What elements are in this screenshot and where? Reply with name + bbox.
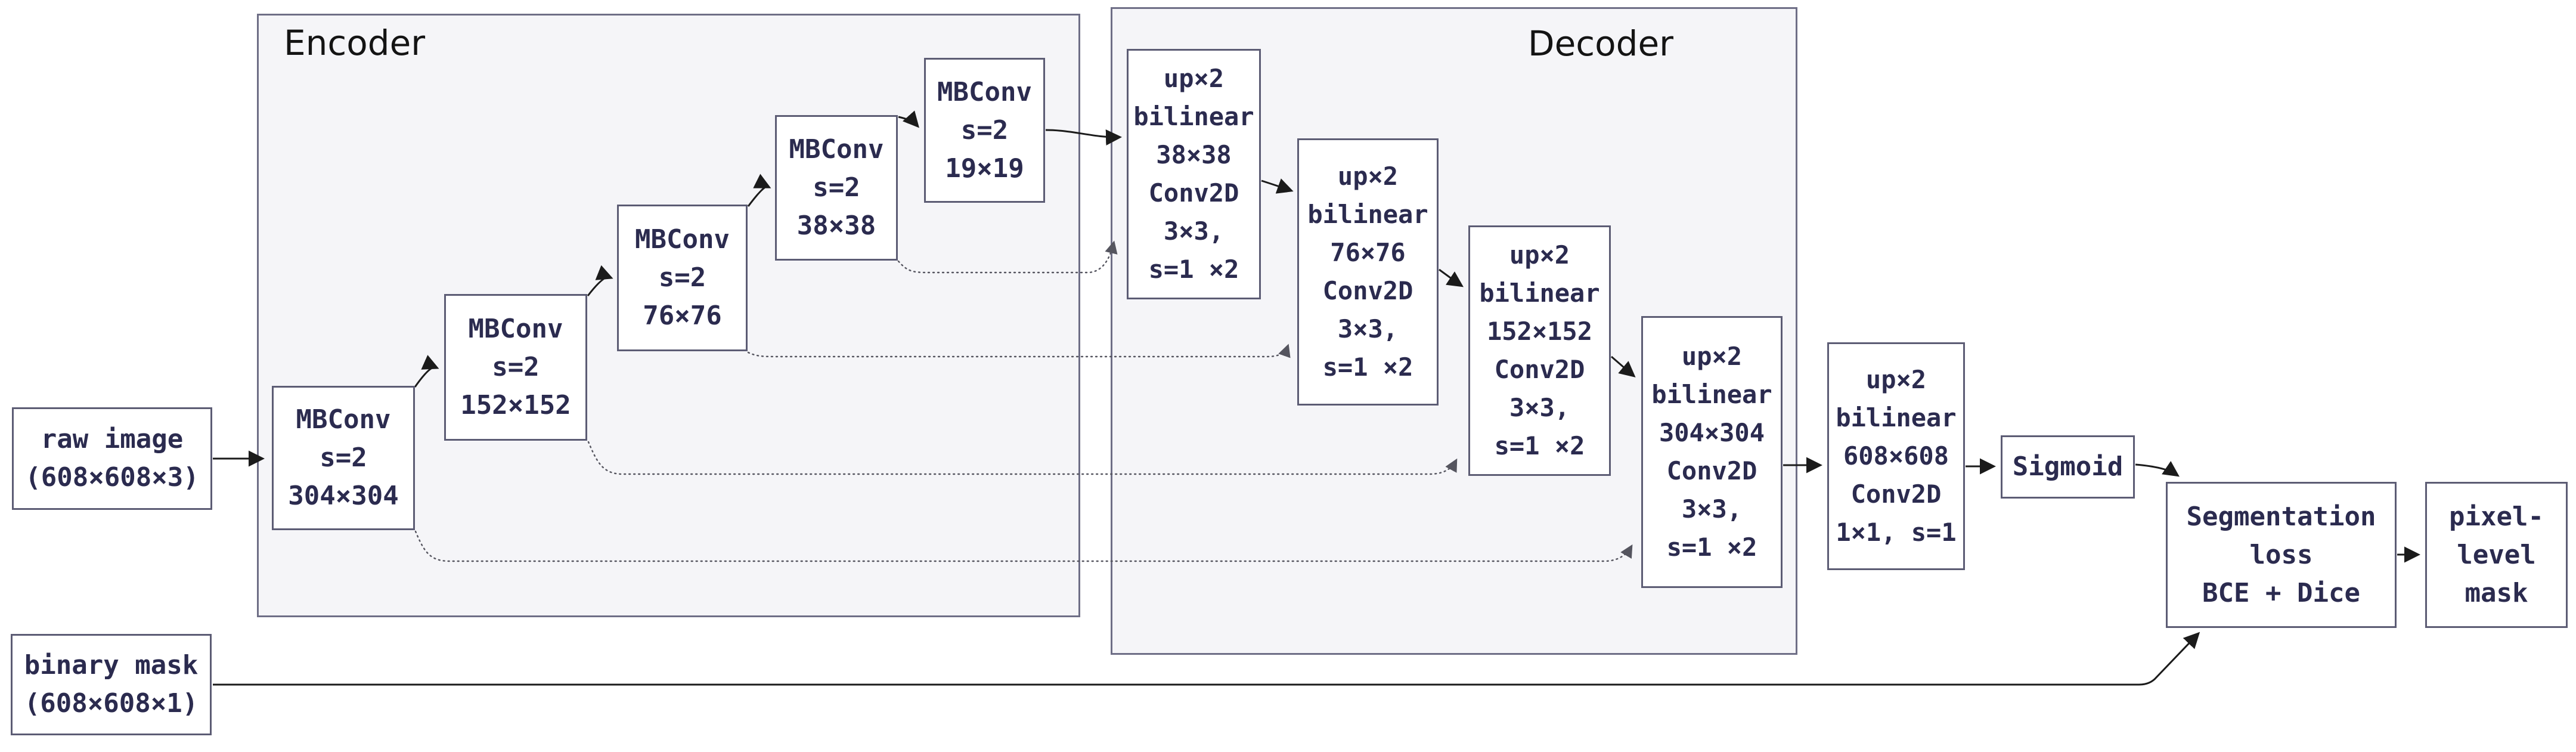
node-up-608-line: bilinear xyxy=(1836,403,1957,432)
node-up-608-line: 608×608 xyxy=(1843,441,1949,471)
node-pixel-level-mask-line: pixel- xyxy=(2449,501,2544,532)
node-up-152-line: 152×152 xyxy=(1486,317,1592,346)
node-raw-image: raw image (608×608×3) xyxy=(12,407,212,510)
node-mbconv-152-line: s=2 xyxy=(492,352,540,382)
node-up-304-line: bilinear xyxy=(1651,380,1772,409)
node-binary-mask-line: binary mask xyxy=(24,650,199,680)
node-mbconv-38-line: MBConv xyxy=(789,134,884,165)
node-mbconv-76: MBConv s=2 76×76 xyxy=(617,205,748,351)
node-up-38-line: bilinear xyxy=(1133,102,1254,131)
node-up-304-line: 304×304 xyxy=(1659,418,1765,447)
node-up-152-line: Conv2D xyxy=(1494,355,1585,384)
node-up-608-line: up×2 xyxy=(1865,365,1927,394)
node-up-152-line: s=1 ×2 xyxy=(1494,431,1585,460)
node-pixel-level-mask-line: level xyxy=(2457,539,2536,570)
encoder-group-label: Encoder xyxy=(284,23,426,63)
node-up-76-line: 76×76 xyxy=(1330,238,1406,267)
node-binary-mask-line: (608×608×1) xyxy=(24,688,199,719)
node-mbconv-19-line: s=2 xyxy=(960,114,1009,146)
node-up-38-line: Conv2D xyxy=(1148,178,1239,208)
node-up-152-line: bilinear xyxy=(1479,278,1600,308)
node-mbconv-19-line: 19×19 xyxy=(945,153,1024,184)
node-up-76-line: bilinear xyxy=(1307,200,1428,229)
node-pixel-level-mask: pixel-level mask xyxy=(2425,482,2568,628)
decoder-group-label: Decoder xyxy=(1527,23,1673,64)
node-mbconv-152-line: 152×152 xyxy=(460,390,571,420)
node-mbconv-19-line: MBConv xyxy=(937,76,1032,107)
node-up-152-line: 3×3, xyxy=(1509,393,1570,422)
node-sigmoid: Sigmoid xyxy=(2001,435,2135,499)
node-up-304-line: 3×3, xyxy=(1681,494,1743,524)
node-up-152-line: up×2 xyxy=(1509,240,1570,270)
node-binary-mask: binary mask (608×608×1) xyxy=(11,634,212,735)
node-up-38-line: up×2 xyxy=(1163,64,1225,93)
node-sigmoid-line: Sigmoid xyxy=(2012,451,2124,482)
node-up-304-line: Conv2D xyxy=(1666,456,1757,485)
node-up-608-line: Conv2D xyxy=(1850,479,1942,509)
node-raw-image-line: raw image xyxy=(41,424,184,454)
node-up-38-line: 3×3, xyxy=(1163,216,1225,246)
node-up-608-line: 1×1, s=1 xyxy=(1836,518,1957,547)
node-mbconv-152: MBConv s=2 152×152 xyxy=(444,294,587,441)
node-up-76-line: 3×3, xyxy=(1337,314,1399,343)
node-mbconv-38-line: 38×38 xyxy=(796,211,876,241)
node-segmentation-loss-line: BCE + Dice xyxy=(2202,577,2360,608)
node-segmentation-loss-line: Segmentation xyxy=(2186,501,2376,532)
node-up-76-line: up×2 xyxy=(1337,162,1399,191)
node-mbconv-304-line: MBConv xyxy=(296,404,391,435)
node-mbconv-152-line: MBConv xyxy=(468,314,563,344)
node-mbconv-19: MBConv s=2 19×19 xyxy=(924,58,1045,203)
node-mbconv-38: MBConv s=2 38×38 xyxy=(775,115,898,261)
node-up-76-line: s=1 ×2 xyxy=(1322,352,1413,382)
node-mbconv-76-line: s=2 xyxy=(658,262,706,293)
node-mbconv-38-line: s=2 xyxy=(813,172,860,203)
node-up-304-line: up×2 xyxy=(1681,342,1743,371)
node-mbconv-76-line: 76×76 xyxy=(643,301,722,331)
node-mbconv-304-line: s=2 xyxy=(320,442,367,473)
node-mbconv-304: MBConv s=2 304×304 xyxy=(272,386,415,530)
node-up-38-line: s=1 ×2 xyxy=(1148,255,1239,284)
node-up-304-line: s=1 ×2 xyxy=(1666,533,1757,562)
node-up-38-line: 38×38 xyxy=(1156,140,1232,169)
node-mbconv-76-line: MBConv xyxy=(635,224,730,255)
node-segmentation-loss-line: loss xyxy=(2249,539,2313,570)
edge-sigmoid-to-segmentation-loss xyxy=(2135,461,2180,477)
node-pixel-level-mask-line: mask xyxy=(2465,577,2528,608)
node-up-76-line: Conv2D xyxy=(1322,276,1413,305)
node-mbconv-304-line: 304×304 xyxy=(288,481,399,511)
node-raw-image-line: (608×608×3) xyxy=(25,462,199,493)
